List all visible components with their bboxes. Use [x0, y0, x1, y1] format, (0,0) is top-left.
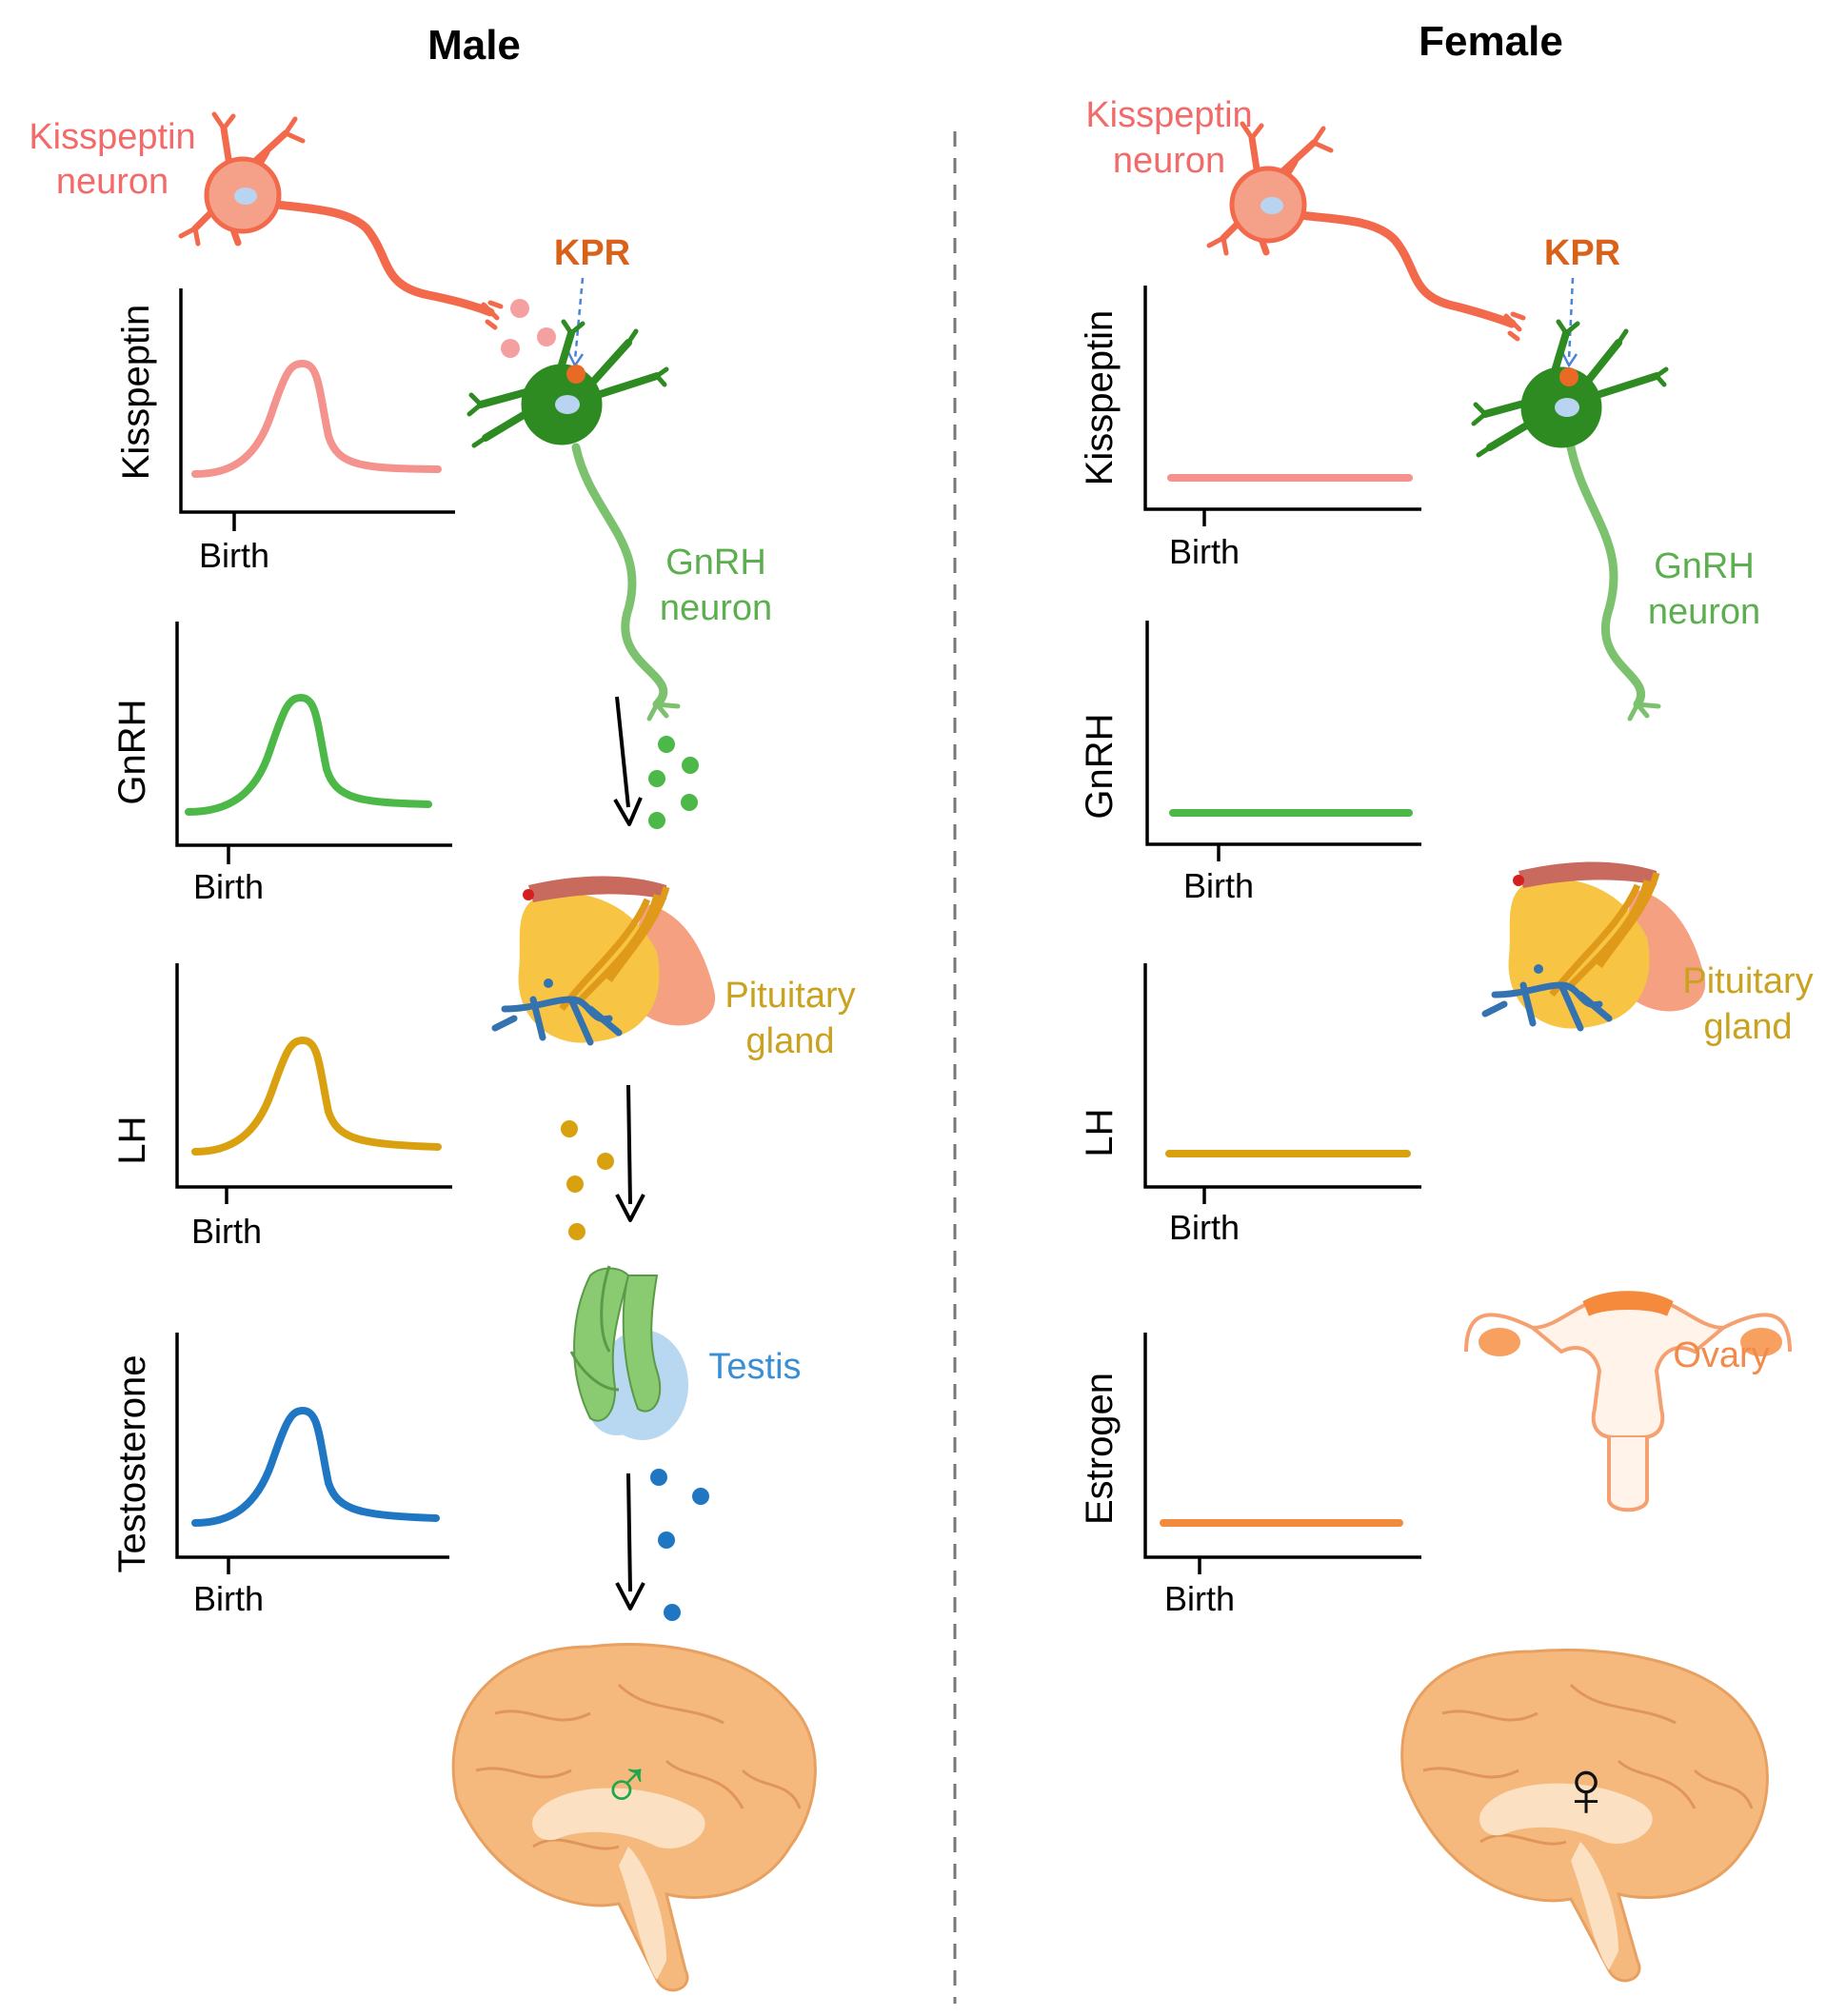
chart-ylabel: Kisspeptin	[115, 305, 157, 481]
male-arrow-gnrh-to-pituitary	[613, 696, 643, 826]
male-gnrh-dots	[648, 736, 699, 829]
female-title: Female	[1419, 18, 1563, 65]
female-kisspeptin-neuron-label-1: Kisspeptin	[1085, 95, 1252, 135]
male-chart-kisspeptin: Kisspeptin Birth	[115, 288, 455, 575]
chart-xlabel: Birth	[193, 867, 264, 906]
female-chart-gnrh: GnRH Birth	[1079, 621, 1421, 905]
female-kisspeptin-neuron	[1206, 121, 1526, 342]
male-pituitary-label-2: gland	[746, 1021, 835, 1061]
male-kisspeptin-neuron-label-2: neuron	[56, 162, 169, 202]
chart-axes	[175, 963, 452, 1189]
female-chart-lh: LH Birth	[1079, 963, 1421, 1247]
male-testosterone-dots	[650, 1469, 709, 1621]
chart-axes	[1145, 621, 1421, 846]
male-kisspeptin-neuron	[178, 111, 504, 330]
chart-axes	[179, 288, 455, 514]
male-kpr-arrow	[573, 277, 585, 361]
chart-ylabel: Kisspeptin	[1079, 310, 1121, 486]
chart-ylabel: LH	[111, 1116, 153, 1164]
male-pituitary-gland-icon	[491, 876, 716, 1046]
female-kpr-label: KPR	[1544, 233, 1620, 273]
male-symbol-icon: ♂	[600, 1745, 653, 1824]
male-testis-label: Testis	[708, 1347, 801, 1387]
male-kpr-label: KPR	[554, 233, 630, 273]
male-pituitary-label-1: Pituitary	[725, 976, 855, 1016]
chart-axes	[1143, 963, 1421, 1189]
male-title: Male	[427, 22, 521, 69]
chart-line-lh	[191, 1036, 442, 1156]
female-gnrh-neuron	[1471, 319, 1669, 721]
chart-xlabel: Birth	[191, 1212, 262, 1251]
female-pituitary-label-2: gland	[1704, 1007, 1793, 1047]
chart-xlabel: Birth	[193, 1579, 264, 1618]
male-gnrh-neuron-label-2: neuron	[660, 588, 772, 628]
male-lh-dots	[561, 1120, 614, 1240]
male-arrow-testis-to-brain	[615, 1472, 645, 1611]
chart-xlabel: Birth	[1183, 866, 1254, 905]
female-chart-estrogen: Estrogen Birth	[1079, 1333, 1421, 1618]
female-kpr-arrow	[1567, 277, 1575, 361]
female-kisspeptin-neuron-label-2: neuron	[1113, 141, 1225, 181]
chart-ylabel: Estrogen	[1079, 1373, 1121, 1525]
male-arrow-pituitary-to-testis	[615, 1084, 645, 1222]
male-chart-gnrh: GnRH Birth	[111, 622, 452, 906]
male-brain-icon	[451, 1643, 817, 1992]
female-kpr-arrowhead	[1560, 351, 1578, 368]
male-kisspeptin-neuron-label-1: Kisspeptin	[29, 117, 195, 157]
female-ovary-icon	[1464, 1291, 1792, 1512]
male-chart-lh: LH Birth	[111, 963, 452, 1251]
male-gnrh-neuron	[466, 319, 681, 721]
chart-line-kisspeptin	[191, 359, 442, 478]
chart-ylabel: Testosterone	[111, 1354, 153, 1572]
chart-xlabel: Birth	[1169, 532, 1240, 571]
chart-ylabel: GnRH	[111, 699, 153, 804]
chart-xlabel: Birth	[1169, 1208, 1240, 1247]
chart-xlabel: Birth	[199, 536, 269, 575]
chart-axes	[175, 622, 452, 847]
female-ovary-label: Ovary	[1673, 1335, 1769, 1375]
chart-axes	[1143, 286, 1421, 511]
male-kisspeptin-dots	[501, 299, 556, 358]
male-chart-testosterone: Testosterone Birth	[111, 1333, 449, 1618]
chart-xlabel: Birth	[1164, 1579, 1235, 1618]
female-gnrh-neuron-label-1: GnRH	[1654, 546, 1755, 586]
chart-axes	[1143, 1333, 1421, 1559]
chart-line-testosterone	[191, 1406, 440, 1527]
female-symbol-icon: ♀	[1557, 1744, 1617, 1833]
female-gnrh-neuron-label-2: neuron	[1648, 592, 1760, 632]
chart-line-gnrh	[185, 693, 432, 816]
male-testis-icon	[569, 1265, 688, 1440]
male-gnrh-neuron-label-1: GnRH	[665, 543, 766, 583]
chart-ylabel: LH	[1079, 1108, 1121, 1156]
female-pituitary-gland-icon	[1481, 861, 1706, 1032]
female-pituitary-label-1: Pituitary	[1682, 961, 1813, 1001]
female-chart-kisspeptin: Kisspeptin Birth	[1079, 286, 1421, 571]
chart-ylabel: GnRH	[1079, 713, 1121, 819]
female-brain-icon	[1400, 1649, 1769, 1983]
chart-axes	[175, 1333, 449, 1559]
